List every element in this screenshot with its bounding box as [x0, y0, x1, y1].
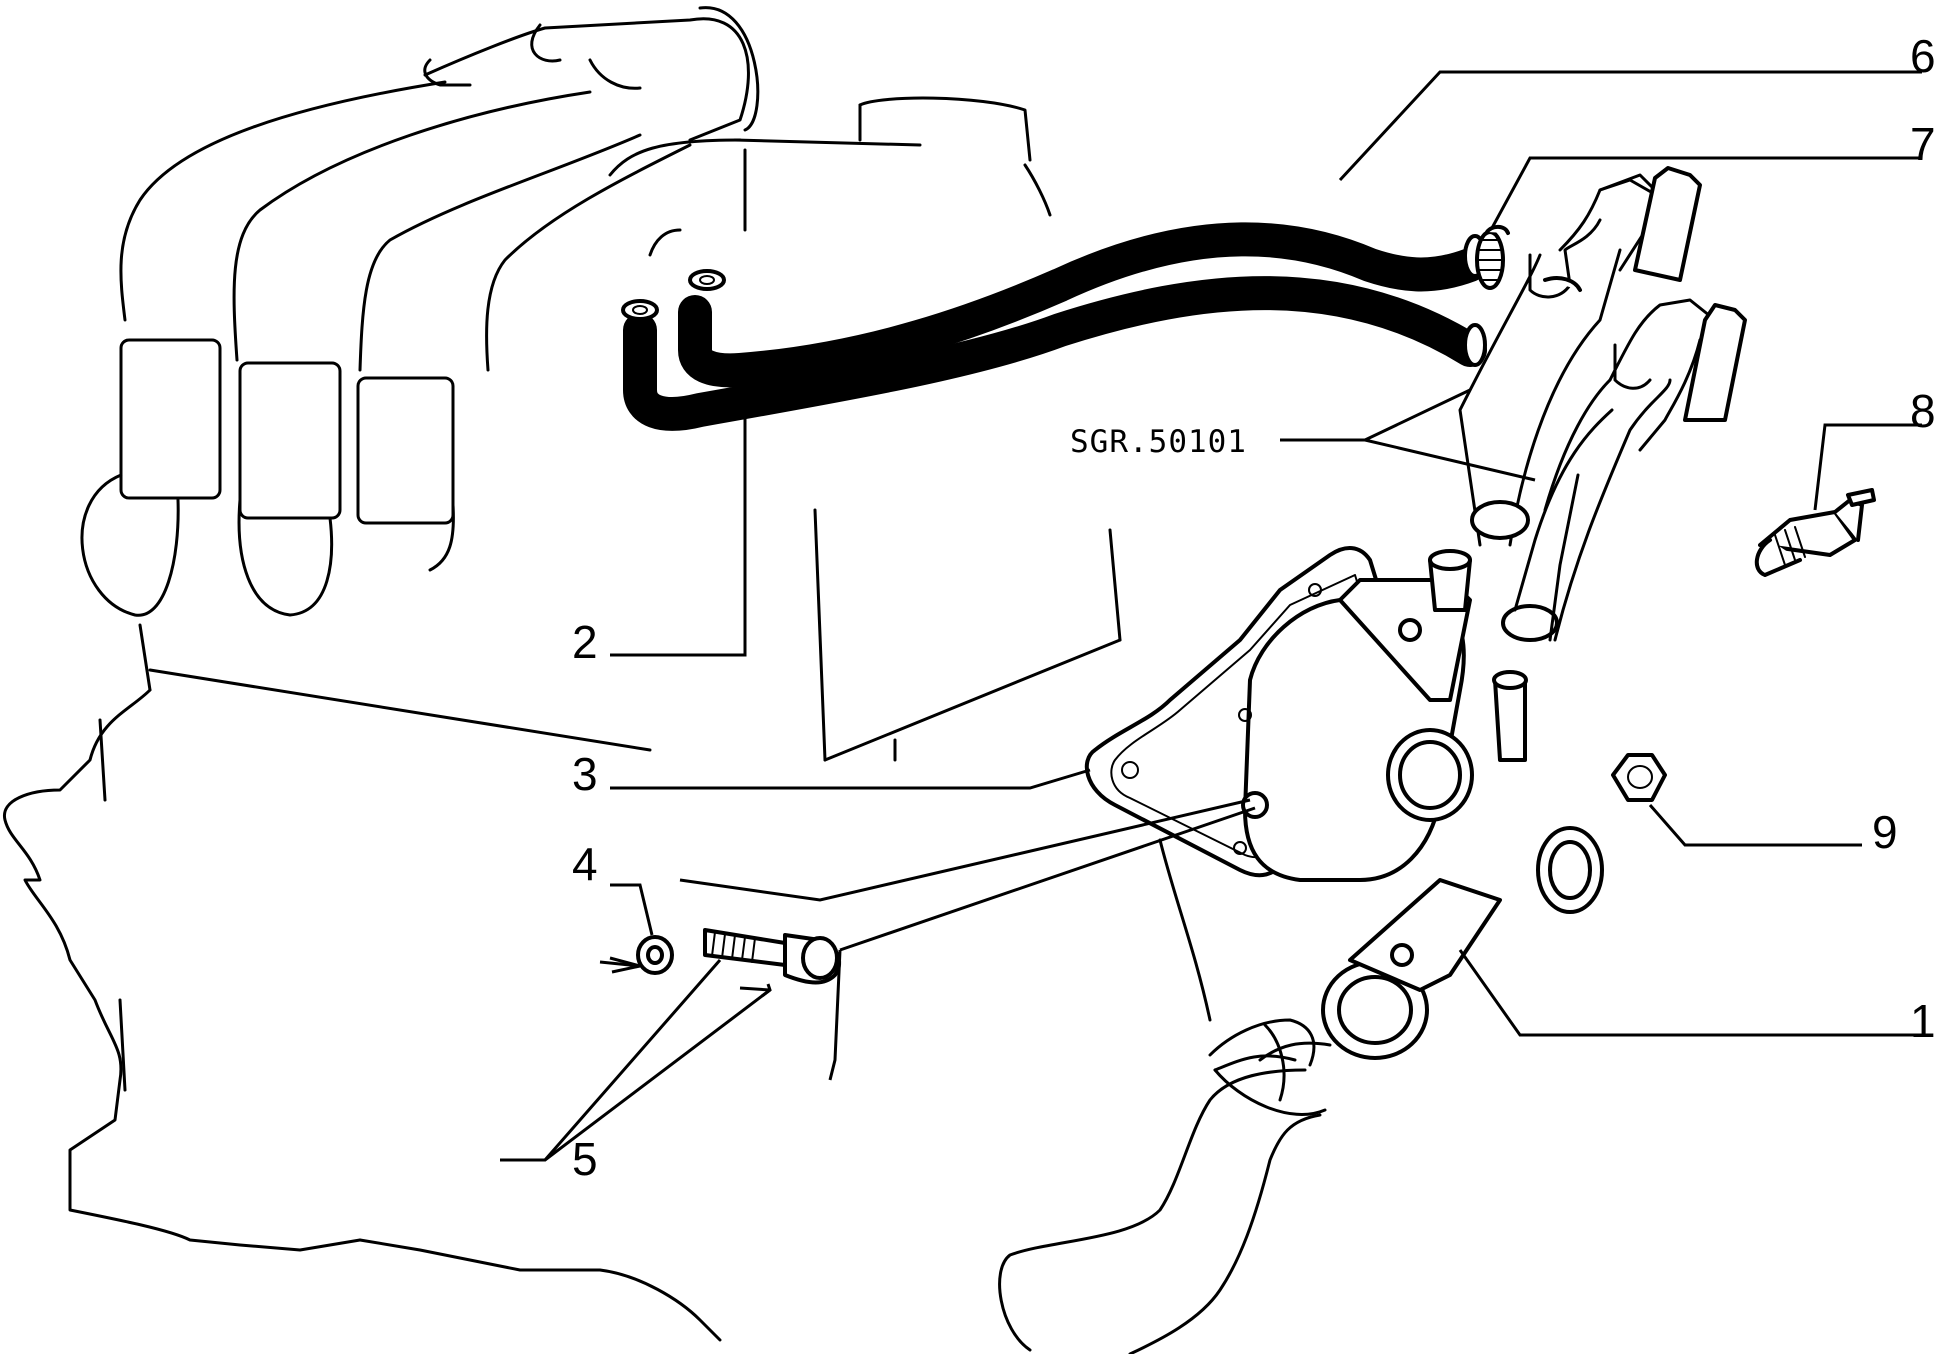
hose-clamp [1475, 224, 1510, 290]
callout-3: 3 [572, 748, 598, 800]
callout-8: 8 [1910, 385, 1936, 437]
callout-2: 2 [572, 616, 598, 668]
callout-5: 5 [572, 1133, 598, 1185]
callout-4: 4 [572, 838, 598, 890]
engine-block-outline [3, 6, 1332, 1354]
washer [636, 935, 674, 975]
radiator-hoses [1458, 166, 1747, 642]
callout-9: 9 [1872, 806, 1898, 858]
callout-6: 6 [1910, 30, 1936, 82]
callout-labels: 6 7 8 2 3 4 5 9 1 SGR.50101 [572, 30, 1936, 1185]
thermostat-housing [1084, 546, 1604, 1060]
leader-lines [500, 70, 1922, 1162]
callout-7: 7 [1910, 118, 1936, 170]
callout-1: 1 [1910, 995, 1936, 1047]
heater-pipe-assembly [621, 222, 1487, 431]
reference-code: SGR.50101 [1070, 424, 1247, 460]
temperature-sender [1754, 488, 1876, 577]
bolt [599, 928, 841, 998]
nut [1611, 753, 1667, 802]
